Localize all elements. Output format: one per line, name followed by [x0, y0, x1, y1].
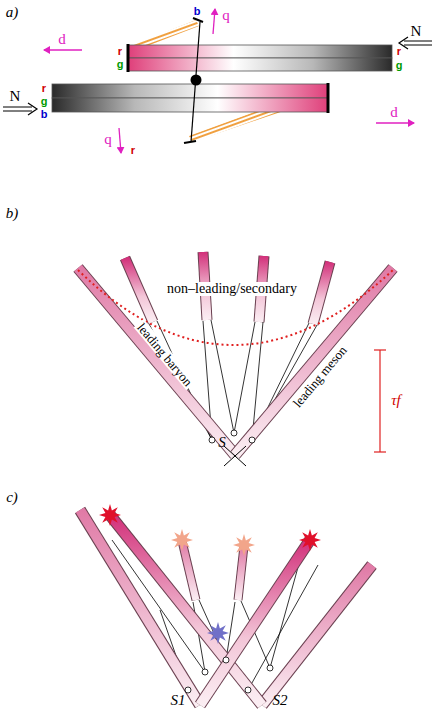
vertex-label: S1 [171, 693, 186, 708]
momentum-label: d [390, 105, 398, 120]
color-charge: r [118, 46, 122, 57]
time-label: τf [391, 393, 401, 408]
region-label: non–leading/secondary [165, 282, 299, 296]
panel-label: b) [6, 206, 19, 221]
panel-c-art [80, 504, 372, 705]
color-charge: g [396, 60, 403, 71]
panel-a-art [3, 9, 432, 153]
momentum-label: d [58, 32, 66, 47]
momentum-label: q [222, 8, 230, 23]
color-charge: r [397, 46, 401, 57]
panel-label: c) [6, 490, 18, 505]
vertex-label: S [218, 435, 226, 450]
panel-b-art [78, 252, 393, 466]
vertex-label: S2 [273, 693, 288, 708]
color-charge: r [42, 83, 46, 94]
color-charge: b [41, 109, 48, 120]
nucleon-label: N [10, 89, 21, 104]
color-charge: g [41, 96, 48, 107]
nucleon-label: N [411, 24, 422, 39]
momentum-label: q [104, 132, 112, 147]
panel-label: a) [6, 5, 19, 20]
color-charge: r [131, 145, 135, 156]
color-charge: g [117, 59, 124, 70]
color-charge: b [194, 6, 201, 17]
